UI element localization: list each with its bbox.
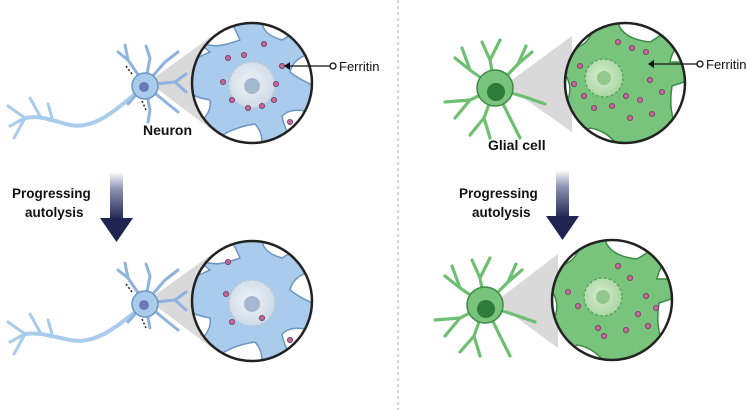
- arrow-label-line1: Progressing: [459, 186, 538, 201]
- neuron-top: Ferritin Neuron: [6, 21, 379, 145]
- magnified-view-circle: [190, 21, 314, 145]
- magnified-view-circle: [563, 21, 687, 145]
- ferritin-particles: [222, 258, 293, 343]
- glial-cell-top: Ferritin Glial cell: [443, 21, 746, 153]
- glial-cell-bottom: [433, 238, 674, 362]
- ferritin-particles: [565, 262, 660, 339]
- progression-arrow-left: Progressing autolysis: [12, 172, 133, 242]
- ferritin-label: Ferritin: [706, 57, 746, 72]
- arrow-label-line2: autolysis: [472, 205, 531, 220]
- ferritin-label: Ferritin: [339, 59, 379, 74]
- magnified-view-circle: [190, 239, 314, 363]
- progression-arrow-right: Progressing autolysis: [459, 170, 579, 240]
- ferritin-particles: [571, 39, 666, 122]
- neuron-label: Neuron: [143, 122, 192, 138]
- arrow-label-line1: Progressing: [12, 186, 91, 201]
- magnified-view-circle: [550, 238, 674, 362]
- neuron-bottom: [6, 239, 314, 363]
- glial-cell-label: Glial cell: [488, 137, 546, 153]
- magnification-cone: [495, 254, 558, 348]
- magnification-cone: [505, 36, 572, 132]
- arrow-label-line2: autolysis: [25, 205, 84, 220]
